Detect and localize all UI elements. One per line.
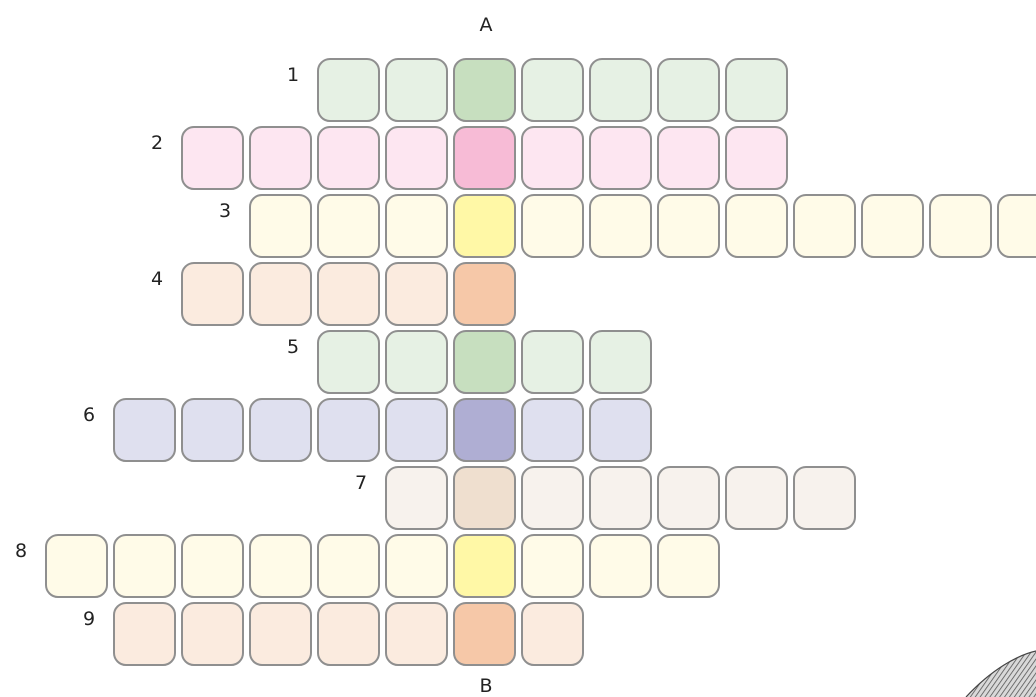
letter-cell[interactable]	[385, 602, 448, 666]
highlighted-letter-cell[interactable]	[453, 398, 516, 462]
row-number-7: 7	[355, 474, 367, 493]
letter-cell[interactable]	[385, 58, 448, 122]
letter-cell[interactable]	[385, 534, 448, 598]
letter-cell[interactable]	[249, 534, 312, 598]
letter-cell[interactable]	[589, 330, 652, 394]
column-label-bottom: B	[479, 677, 492, 696]
highlighted-letter-cell[interactable]	[453, 126, 516, 190]
letter-cell[interactable]	[657, 58, 720, 122]
letter-cell[interactable]	[249, 262, 312, 326]
letter-cell[interactable]	[521, 398, 584, 462]
highlighted-letter-cell[interactable]	[453, 58, 516, 122]
letter-cell[interactable]	[385, 466, 448, 530]
letter-cell[interactable]	[589, 466, 652, 530]
letter-cell[interactable]	[657, 194, 720, 258]
letter-cell[interactable]	[317, 398, 380, 462]
letter-cell[interactable]	[113, 398, 176, 462]
letter-cell[interactable]	[589, 398, 652, 462]
letter-cell[interactable]	[589, 126, 652, 190]
row-number-8: 8	[15, 542, 27, 561]
letter-cell[interactable]	[385, 126, 448, 190]
letter-cell[interactable]	[793, 194, 856, 258]
letter-cell[interactable]	[725, 126, 788, 190]
highlighted-letter-cell[interactable]	[453, 534, 516, 598]
letter-cell[interactable]	[385, 398, 448, 462]
column-label-top: A	[480, 16, 493, 35]
letter-cell[interactable]	[929, 194, 992, 258]
letter-cell[interactable]	[725, 58, 788, 122]
letter-cell[interactable]	[521, 602, 584, 666]
letter-cell[interactable]	[181, 126, 244, 190]
letter-cell[interactable]	[317, 126, 380, 190]
letter-cell[interactable]	[385, 330, 448, 394]
letter-cell[interactable]	[725, 466, 788, 530]
letter-cell[interactable]	[181, 262, 244, 326]
letter-cell[interactable]	[521, 466, 584, 530]
letter-cell[interactable]	[45, 534, 108, 598]
letter-cell[interactable]	[181, 602, 244, 666]
row-number-3: 3	[219, 202, 231, 221]
letter-cell[interactable]	[249, 126, 312, 190]
highlighted-letter-cell[interactable]	[453, 466, 516, 530]
highlighted-letter-cell[interactable]	[453, 262, 516, 326]
letter-cell[interactable]	[317, 262, 380, 326]
highlighted-letter-cell[interactable]	[453, 602, 516, 666]
row-number-1: 1	[287, 66, 299, 85]
letter-cell[interactable]	[317, 534, 380, 598]
letter-cell[interactable]	[521, 194, 584, 258]
letter-cell[interactable]	[657, 466, 720, 530]
letter-cell[interactable]	[521, 58, 584, 122]
highlighted-letter-cell[interactable]	[453, 194, 516, 258]
highlighted-letter-cell[interactable]	[453, 330, 516, 394]
letter-cell[interactable]	[317, 602, 380, 666]
letter-cell[interactable]	[657, 126, 720, 190]
letter-cell[interactable]	[113, 534, 176, 598]
letter-cell[interactable]	[521, 330, 584, 394]
letter-cell[interactable]	[181, 398, 244, 462]
decorative-corner-image	[956, 647, 1036, 697]
letter-cell[interactable]	[249, 602, 312, 666]
row-number-2: 2	[151, 134, 163, 153]
letter-cell[interactable]	[589, 534, 652, 598]
letter-cell[interactable]	[181, 534, 244, 598]
letter-cell[interactable]	[317, 194, 380, 258]
letter-cell[interactable]	[317, 58, 380, 122]
row-number-4: 4	[151, 270, 163, 289]
letter-cell[interactable]	[861, 194, 924, 258]
letter-cell[interactable]	[657, 534, 720, 598]
letter-cell[interactable]	[113, 602, 176, 666]
letter-cell[interactable]	[589, 58, 652, 122]
letter-cell[interactable]	[249, 194, 312, 258]
letter-cell[interactable]	[589, 194, 652, 258]
letter-cell[interactable]	[997, 194, 1036, 258]
letter-cell[interactable]	[521, 126, 584, 190]
row-number-5: 5	[287, 338, 299, 357]
letter-cell[interactable]	[249, 398, 312, 462]
row-number-6: 6	[83, 406, 95, 425]
letter-cell[interactable]	[725, 194, 788, 258]
letter-cell[interactable]	[385, 194, 448, 258]
row-number-9: 9	[83, 610, 95, 629]
letter-cell[interactable]	[521, 534, 584, 598]
letter-cell[interactable]	[317, 330, 380, 394]
letter-cell[interactable]	[793, 466, 856, 530]
letter-cell[interactable]	[385, 262, 448, 326]
